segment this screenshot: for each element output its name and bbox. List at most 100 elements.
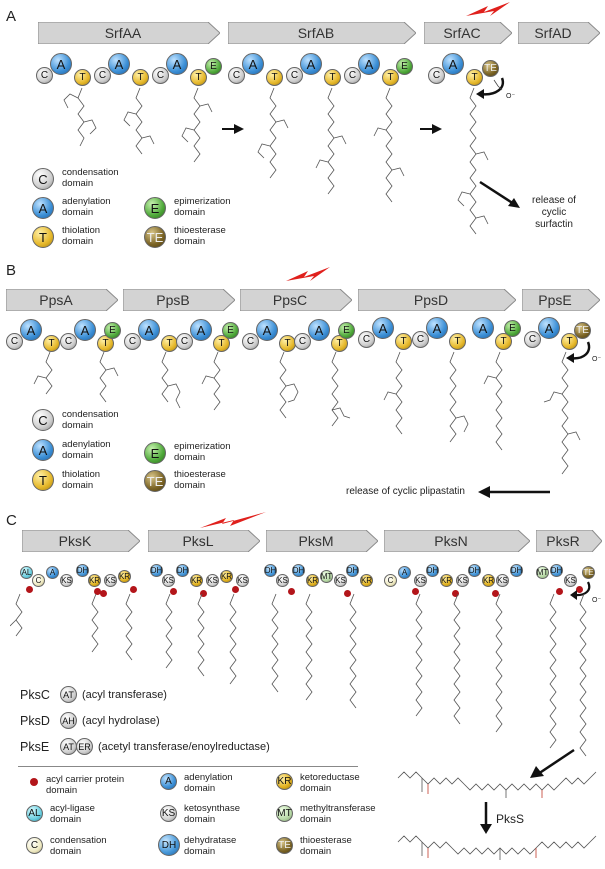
domain-a: A: [538, 317, 560, 339]
lightning-icon: [200, 512, 266, 528]
domain-kr: KR: [440, 574, 453, 587]
domain-ks: KS: [496, 574, 509, 587]
pkss-label: PksS: [496, 812, 525, 826]
domain-te: TE: [482, 60, 499, 77]
acp-dot: [170, 588, 177, 595]
domain-dh: DH: [292, 564, 305, 577]
pksc-row: PksC AT (acyl transferase): [20, 686, 167, 703]
domain-c: C: [176, 333, 193, 350]
bacillaene-precursor-structure: [397, 771, 597, 798]
domain-ks: KS: [236, 574, 249, 587]
domain-dh: DH: [550, 564, 563, 577]
legend-text: condensation domain: [62, 409, 119, 431]
gene-label: PpsD: [413, 292, 449, 308]
legend-kr-icon: KR: [276, 773, 293, 790]
gene-pksr: PksR: [536, 530, 602, 552]
domain-c: C: [36, 67, 53, 84]
gene-srfab: SrfAB: [228, 22, 416, 44]
panel-letter-a: A: [6, 8, 17, 25]
domain-ks: KS: [104, 574, 117, 587]
legend-ks-icon: KS: [160, 805, 177, 822]
gene-ppse: PpsE: [522, 289, 600, 311]
domain-a: A: [358, 53, 380, 75]
gene-srfac: SrfAC: [424, 22, 512, 44]
gene-label: PpsA: [39, 292, 73, 308]
legend-text: ketoreductase domain: [300, 772, 360, 794]
pksd-label: PksD: [20, 714, 50, 728]
domain-a: A: [242, 53, 264, 75]
gene-ppsa: PpsA: [6, 289, 118, 311]
gene-ppsd: PpsD: [358, 289, 516, 311]
domain-dh: DH: [510, 564, 523, 577]
domain-t: T: [74, 69, 91, 86]
acp-dot: [130, 586, 137, 593]
legend-a-icon: A: [160, 773, 177, 790]
pkse-desc: (acetyl transferase/enoylreductase): [98, 741, 270, 753]
legend-mt-icon: MT: [276, 805, 293, 822]
legend-a-icon: A: [32, 197, 54, 219]
domain-e: E: [338, 322, 355, 339]
legend-al-icon: AL: [26, 805, 43, 822]
lightning-icon: [466, 2, 510, 16]
domain-a: A: [308, 319, 330, 341]
domain-t: T: [395, 333, 412, 350]
domain-ks: KS: [60, 574, 73, 587]
cyclization-arrow: [570, 581, 591, 600]
at-domain-icon: AT: [60, 686, 77, 703]
legend-e-icon: E: [144, 442, 166, 464]
legend-text: acyl-ligase domain: [50, 803, 95, 825]
domain-kr: KR: [482, 574, 495, 587]
legend-te-icon: TE: [276, 837, 293, 854]
domain-dh: DH: [426, 564, 439, 577]
legend-text: epimerization domain: [174, 196, 231, 218]
domain-a: A: [138, 319, 160, 341]
gene-label: PpsB: [156, 292, 190, 308]
gene-pksn: PksN: [384, 530, 530, 552]
pkss-arrow: [480, 802, 492, 834]
panel-letter-c: C: [6, 512, 17, 529]
peptide-chain-plipastatin: [33, 351, 581, 475]
release-arrow: [530, 748, 575, 778]
gene-srfad: SrfAD: [518, 22, 600, 44]
pkse-row: PksE AT ER (acetyl transferase/enoylredu…: [20, 738, 270, 755]
domain-c: C: [344, 67, 361, 84]
domain-a: A: [74, 319, 96, 341]
release-surfactin-text: release of cyclic surfactin: [532, 195, 576, 230]
legend-text: epimerization domain: [174, 441, 231, 463]
domain-e: E: [104, 322, 121, 339]
domain-c: C: [6, 333, 23, 350]
domain-t: T: [449, 333, 466, 350]
legend-divider: [18, 766, 358, 767]
domain-te: TE: [582, 566, 595, 579]
legend-te-icon: TE: [144, 226, 166, 248]
domain-a: A: [50, 53, 72, 75]
domain-al: AL: [20, 566, 33, 579]
domain-mt: MT: [536, 566, 549, 579]
legend-text: thiolation domain: [62, 469, 101, 491]
domain-t: T: [561, 333, 578, 350]
peptide-chain-surfactin: [63, 87, 489, 235]
domain-dh: DH: [264, 564, 277, 577]
acp-dot: [344, 590, 351, 597]
domain-e: E: [396, 58, 413, 75]
domain-e: E: [222, 322, 239, 339]
legend-c-icon: C: [26, 837, 43, 854]
panel-letter-b: B: [6, 262, 17, 279]
domain-kr: KR: [118, 570, 131, 583]
domain-c: C: [412, 331, 429, 348]
legend-text: condensation domain: [62, 167, 119, 189]
domain-ks: KS: [276, 574, 289, 587]
release-arrow: [478, 486, 550, 498]
gene-pksl: PksL: [148, 530, 260, 552]
domain-ks: KS: [564, 574, 577, 587]
legend-text: thioesterase domain: [174, 469, 226, 491]
domain-e: E: [504, 320, 521, 337]
legend-text: condensation domain: [50, 835, 107, 857]
pksd-row: PksD AH (acyl hydrolase): [20, 712, 160, 729]
gene-label: PpsC: [272, 292, 308, 308]
domain-a: A: [426, 317, 448, 339]
domain-t: T: [132, 69, 149, 86]
legend-c-icon: C: [32, 409, 54, 431]
acp-dot: [26, 586, 33, 593]
legend-t-icon: T: [32, 469, 54, 491]
